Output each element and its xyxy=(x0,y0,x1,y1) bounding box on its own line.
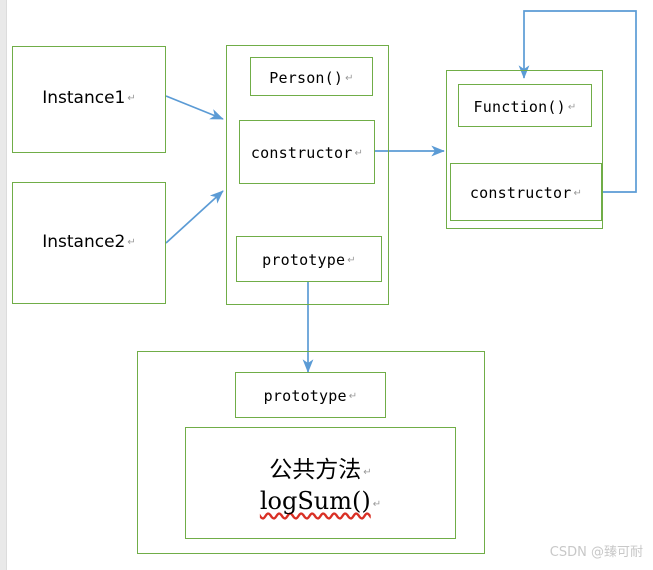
log-sum-text: logSum() xyxy=(259,487,371,515)
pilcrow-mark: ↵ xyxy=(372,499,382,510)
node-log-sum-label: logSum()↵ xyxy=(186,487,455,515)
pilcrow-mark: ↵ xyxy=(345,73,354,84)
group-person[interactable] xyxy=(226,45,389,305)
node-function-label: Function()↵ xyxy=(473,98,577,116)
group-prototype[interactable] xyxy=(137,351,485,554)
pilcrow-mark: ↵ xyxy=(573,188,583,199)
node-instance1-label: Instance1↵ xyxy=(42,88,136,108)
node-person-prototype[interactable]: prototype↵ xyxy=(236,236,382,282)
node-person-label: Person()↵ xyxy=(269,69,354,87)
watermark: CSDN @臻可耐 xyxy=(549,545,643,560)
pilcrow-mark: ↵ xyxy=(354,148,364,159)
node-function[interactable]: Function()↵ xyxy=(458,84,592,127)
node-instance1[interactable]: Instance1↵ xyxy=(12,46,166,153)
group-function[interactable] xyxy=(446,70,603,229)
node-person-constructor-label: constructor↵ xyxy=(250,144,364,162)
edge-instance2-to-person xyxy=(165,190,224,244)
pilcrow-mark: ↵ xyxy=(363,467,372,478)
pilcrow-mark: ↵ xyxy=(567,102,577,113)
node-public-methods-label: 公共方法↵ xyxy=(269,457,372,483)
page-gutter-strip xyxy=(0,0,7,570)
node-bottom-prototype-label: prototype↵ xyxy=(263,387,358,405)
pilcrow-mark: ↵ xyxy=(347,255,356,266)
edge-instance1-to-person xyxy=(165,95,224,120)
node-person-constructor[interactable]: constructor↵ xyxy=(239,120,375,184)
node-person-prototype-label: prototype↵ xyxy=(262,251,356,269)
node-function-constructor-label: constructor↵ xyxy=(469,184,583,202)
node-person[interactable]: Person()↵ xyxy=(250,57,373,96)
node-instance2[interactable]: Instance2↵ xyxy=(12,182,166,304)
node-instance2-label: Instance2↵ xyxy=(42,232,136,252)
pilcrow-mark: ↵ xyxy=(127,237,136,248)
node-function-constructor[interactable]: constructor↵ xyxy=(450,163,602,221)
node-public-methods[interactable]: 公共方法↵ logSum()↵ xyxy=(185,427,456,539)
pilcrow-mark: ↵ xyxy=(348,391,358,402)
node-bottom-prototype[interactable]: prototype↵ xyxy=(235,372,386,418)
pilcrow-mark: ↵ xyxy=(127,93,136,104)
